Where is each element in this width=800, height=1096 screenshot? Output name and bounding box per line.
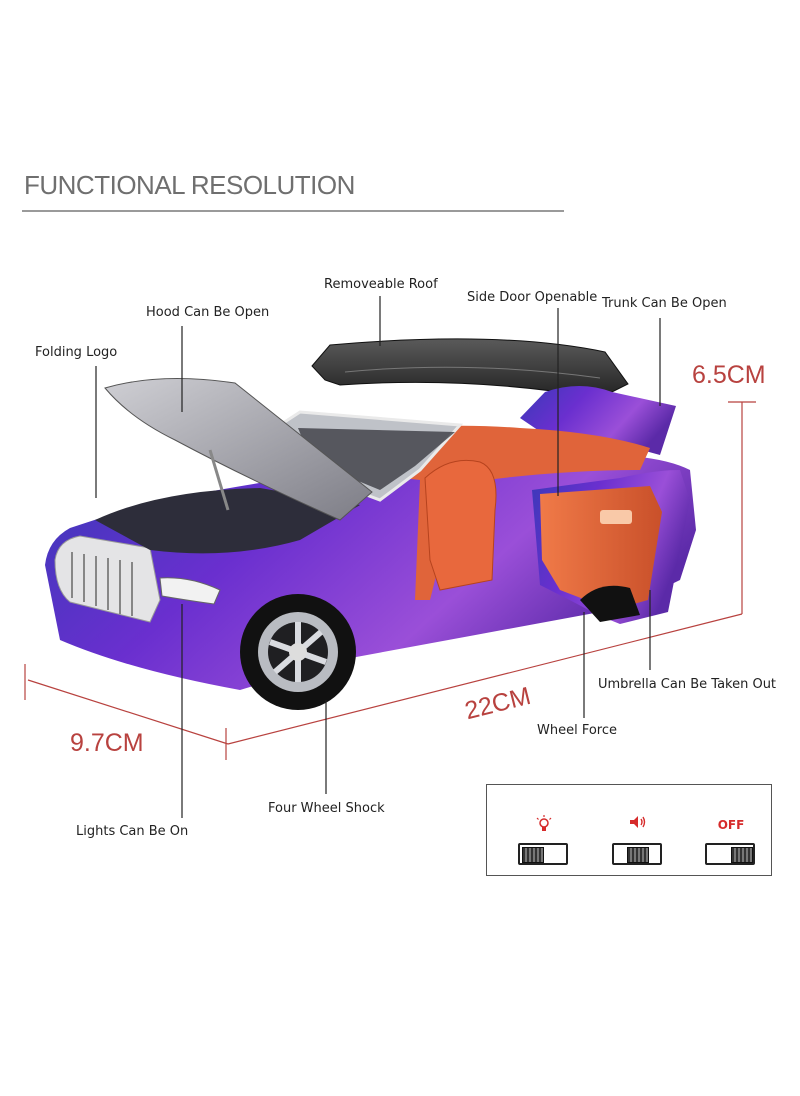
- hood: [104, 378, 373, 521]
- dimension-lines: [24, 401, 756, 760]
- callout-umbrella: Umbrella Can Be Taken Out: [598, 677, 777, 692]
- light-switch[interactable]: [514, 785, 574, 877]
- removable-roof: [311, 338, 629, 399]
- callout-folding-logo: Folding Logo: [35, 345, 118, 360]
- dimension-width: 9.7CM: [70, 729, 144, 757]
- callout-hood: Hood Can Be Open: [146, 305, 270, 320]
- title-divider: [22, 210, 564, 212]
- speaker-icon: [608, 815, 668, 832]
- callout-lights: Lights Can Be On: [76, 824, 189, 839]
- light-switch-body[interactable]: [518, 843, 568, 865]
- callout-wheel-force: Wheel Force: [537, 723, 618, 738]
- off-switch-body[interactable]: [705, 843, 755, 865]
- callout-lines: [95, 296, 661, 818]
- page-title: FUNCTIONAL RESOLUTION: [24, 170, 355, 200]
- off-switch[interactable]: OFF: [701, 785, 761, 877]
- off-switch-knob: [731, 847, 753, 863]
- off-label: OFF: [717, 818, 745, 832]
- sound-switch[interactable]: [608, 785, 668, 877]
- sound-switch-body[interactable]: [612, 843, 662, 865]
- front-wheel: [240, 594, 356, 710]
- callout-trunk: Trunk Can Be Open: [602, 296, 727, 311]
- rear-wheel: [580, 585, 640, 622]
- front-seat: [424, 459, 497, 591]
- dimension-height: 6.5CM: [692, 361, 766, 389]
- switch-panel: OFF: [486, 784, 772, 876]
- callout-removeable-roof: Removeable Roof: [324, 277, 438, 292]
- engine-bay: [95, 488, 360, 554]
- callout-side-door: Side Door Openable: [467, 290, 598, 305]
- callout-four-wheel-shock: Four Wheel Shock: [268, 801, 385, 816]
- lightbulb-icon: [514, 815, 574, 836]
- sound-switch-knob: [627, 847, 649, 863]
- light-switch-knob: [522, 847, 544, 863]
- side-door: [532, 470, 690, 624]
